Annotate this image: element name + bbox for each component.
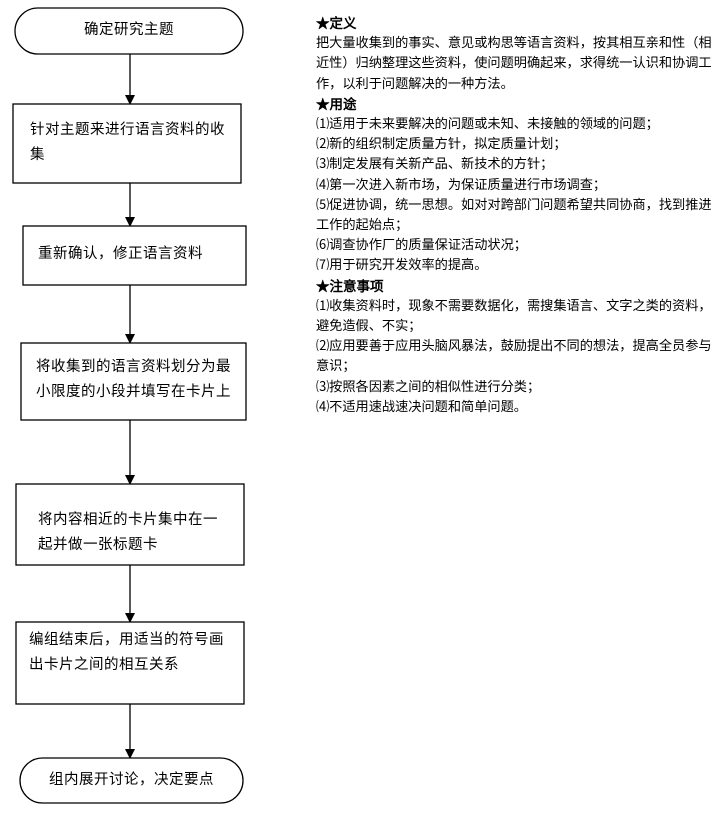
notes-panel: ★定义 把大量收集到的事实、意见或构思等语言资料，按其相互亲和性（相近性）归纳整…	[316, 14, 714, 418]
caution-item: ⑷不适用速战速决问题和简单问题。	[316, 399, 527, 415]
terminal-end	[19, 757, 244, 804]
caution-item: ⑴收集资料时，现象不需要数据化，需搜集语言、文字之类的资料，避免造假、不实；	[316, 298, 712, 335]
cautions-heading: ★注意事项	[316, 278, 384, 295]
process-box-divide	[20, 342, 247, 421]
usage-item: ⑷第一次进入新市场，为保证质量进行市场调查；	[316, 177, 607, 193]
terminal-start	[14, 7, 244, 55]
process-box-relate	[15, 621, 245, 705]
node-label-collect: 针对主题来进行语言资料的收集	[30, 122, 225, 163]
process-box-group	[15, 483, 245, 566]
usage-item: ⑶制定发展有关新产品、新技术的方针；	[316, 157, 554, 173]
node-label-divide: 将收集到的语言资料划分为最小限度的小段并填写在卡片上	[36, 359, 231, 400]
node-label-end: 组内展开讨论，决定要点	[49, 772, 214, 788]
cautions-list: ⑴收集资料时，现象不需要数据化，需搜集语言、文字之类的资料，避免造假、不实； ⑵…	[316, 297, 714, 418]
usage-list: ⑴适用于未来要解决的问题或未知、未接触的领域的问题； ⑵新的组织制定质量方针，拟…	[316, 115, 714, 277]
node-label-group: 将内容相近的卡片集中在一起并做一张标题卡	[38, 512, 218, 553]
node-label-relate: 编组结束后，用适当的符号画出卡片之间的相互关系	[29, 632, 224, 673]
node-label-confirm: 重新确认，修正语言资料	[38, 246, 203, 262]
usage-item: ⑹调查协作厂的质量保证活动状况；	[316, 238, 527, 254]
process-box-confirm	[22, 225, 247, 286]
usage-item: ⑺用于研究开发效率的提高。	[316, 258, 488, 274]
usage-item: ⑵新的组织制定质量方针，拟定质量计划；	[316, 137, 567, 153]
definition-text: 把大量收集到的事实、意见或构思等语言资料，按其相互亲和性（相近性）归纳整理这些资…	[316, 36, 712, 92]
flowchart	[12, 7, 247, 804]
caution-item: ⑶按照各因素之间的相似性进行分类；	[316, 379, 541, 395]
usage-heading: ★用途	[316, 96, 357, 113]
usage-item: ⑴适用于未来要解决的问题或未知、未接触的领域的问题；	[316, 117, 659, 133]
definition-heading: ★定义	[316, 16, 357, 32]
node-label-start: 确定研究主题	[84, 22, 174, 38]
usage-item: ⑸促进协调，统一思想。如对对跨部门问题希望共同协商，找到推进工作的起始点；	[316, 197, 712, 234]
caution-item: ⑵应用要善于应用头脑风暴法，鼓励提出不同的想法，提高全员参与意识；	[316, 339, 712, 375]
process-box-collect	[12, 103, 242, 184]
